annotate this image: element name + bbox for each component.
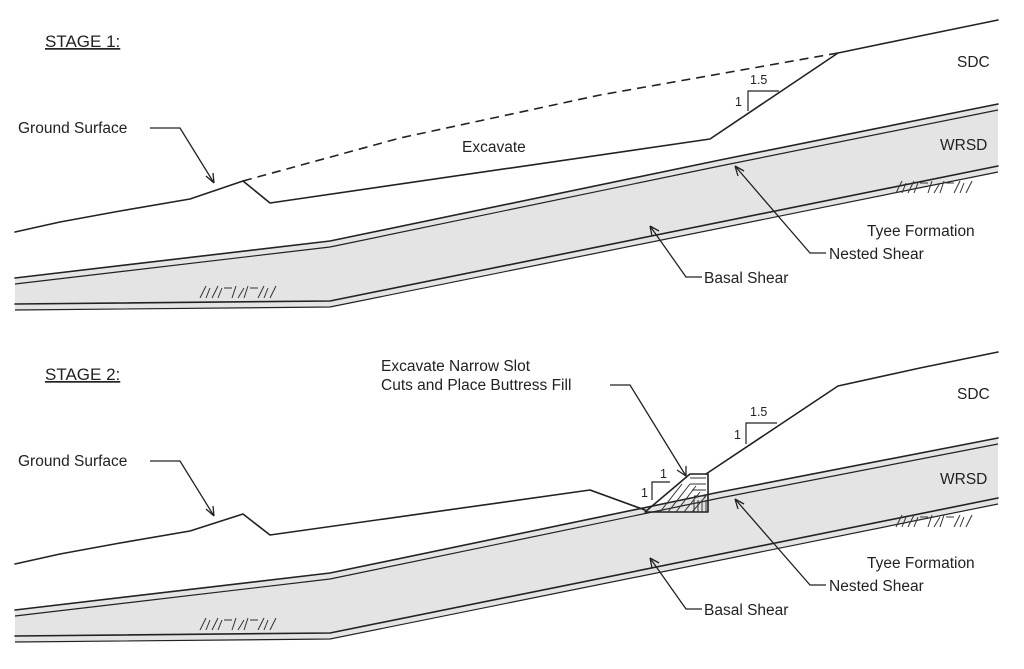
slope-vertical-label: 1: [734, 428, 741, 442]
ground-surface-line: [14, 19, 999, 233]
nested-shear-arrowhead: [734, 165, 745, 177]
sdc-label: SDC: [957, 386, 990, 403]
ground-surface-label: Ground Surface: [18, 120, 127, 137]
stage-1-title: STAGE 1:: [45, 32, 120, 51]
excavate-label: Excavate: [462, 139, 526, 156]
rock-hatch-symbol: [895, 514, 973, 528]
basal-shear-arrowhead: [649, 225, 660, 237]
slot-slope-vertical-label: 1: [641, 486, 648, 500]
nested-shear-arrowhead: [734, 498, 745, 510]
nested-shear-line: [14, 443, 999, 617]
callout-label-line-1: Excavate Narrow Slot: [381, 358, 531, 375]
ground-surface-leader: [150, 127, 215, 184]
rock-hatch-symbol: [199, 285, 277, 299]
basal-shear-leader: [649, 557, 702, 610]
slot-slope-ratio-triangle: [651, 481, 670, 500]
nested-shear-label: Nested Shear: [829, 578, 924, 595]
nested-shear-leader: [734, 165, 826, 254]
upper-slope-line: [705, 351, 999, 475]
callout-label-line-2: Cuts and Place Buttress Fill: [381, 377, 571, 394]
rock-hatch-symbol: [895, 180, 973, 194]
slope-horizontal-label: 1.5: [750, 405, 767, 419]
slope-horizontal-label: 1.5: [750, 73, 767, 87]
rock-hatch-symbol: [199, 617, 277, 631]
wrsd-label: WRSD: [940, 471, 987, 488]
ground-surface-arrowhead: [205, 172, 215, 184]
basal-shear-label: Basal Shear: [704, 602, 788, 619]
basal-shear-line: [14, 165, 999, 305]
ground-surface-leader: [150, 460, 215, 517]
basal-shear-lower-line: [14, 503, 999, 643]
buttress-fill: [644, 473, 709, 513]
basal-shear-leader: [649, 225, 702, 278]
ground-surface-label: Ground Surface: [18, 453, 127, 470]
buttress-fill-hatch: [659, 477, 707, 513]
nested-shear-leader: [734, 498, 826, 586]
sdc-label: SDC: [957, 54, 990, 71]
nested-shear-label: Nested Shear: [829, 246, 924, 263]
tyee-formation-label: Tyee Formation: [867, 223, 975, 240]
stage-2-panel: 1.5 1 1 1 STAGE 2: Ground Surface Excava…: [14, 351, 999, 643]
basal-shear-label: Basal Shear: [704, 270, 788, 287]
stage-1-panel: 1.5 1 STAGE 1: Ground Surface Excavate S…: [14, 19, 999, 311]
wrsd-band-fill: [15, 438, 998, 642]
original-ground-dashed-line: [242, 52, 839, 182]
ground-surface-arrowhead: [205, 505, 215, 517]
basal-shear-lower-line: [14, 171, 999, 311]
slope-ratio-triangle: [747, 90, 779, 111]
callout-leader: [610, 384, 687, 477]
basal-shear-arrowhead: [649, 557, 660, 569]
stage-2-title: STAGE 2:: [45, 365, 120, 384]
basal-shear-line: [14, 497, 999, 637]
callout-arrowhead: [676, 466, 687, 477]
tyee-formation-label: Tyee Formation: [867, 555, 975, 572]
wrsd-top-line: [14, 103, 999, 279]
wrsd-band-fill: [15, 104, 998, 310]
wrsd-top-line: [14, 437, 999, 611]
slot-slope-horizontal-label: 1: [660, 467, 667, 481]
slope-ratio-triangle: [745, 422, 777, 444]
ground-surface-line: [14, 489, 646, 565]
nested-shear-line: [14, 109, 999, 285]
slope-vertical-label: 1: [735, 95, 742, 109]
wrsd-label: WRSD: [940, 137, 987, 154]
slot-cut-line: [589, 489, 646, 511]
